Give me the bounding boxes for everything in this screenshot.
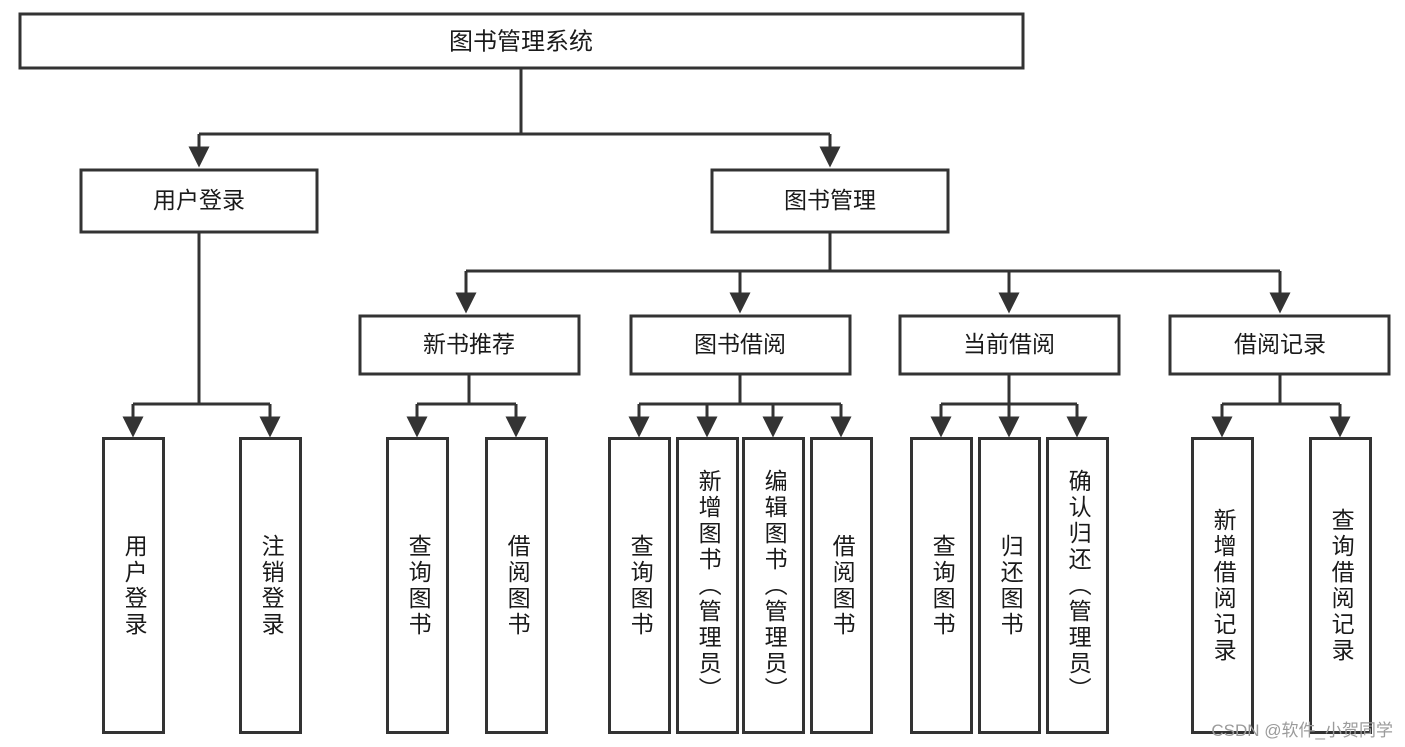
node-book-management-label: 图书管理: [784, 187, 876, 213]
connector-user-login-to-leaves: [122, 232, 281, 438]
leaf-book-borrow-borrow[interactable]: 借阅图书: [810, 437, 873, 734]
leaf-new-book-query[interactable]: 查询图书: [386, 437, 449, 734]
node-new-book-recommend[interactable]: 新书推荐: [358, 314, 581, 376]
node-user-login[interactable]: 用户登录: [79, 168, 319, 234]
leaf-current-borrow-confirm[interactable]: 确认归还（管理员）: [1046, 437, 1109, 734]
connector-new-book-to-leaves: [406, 374, 527, 438]
leaf-current-borrow-return[interactable]: 归还图书: [978, 437, 1041, 734]
leaf-book-borrow-edit-label: 编辑图书（管理员）: [761, 468, 788, 703]
leaf-borrow-record-add[interactable]: 新增借阅记录: [1191, 437, 1254, 734]
node-root-system[interactable]: 图书管理系统: [18, 12, 1025, 70]
node-book-borrow[interactable]: 图书借阅: [629, 314, 852, 376]
leaf-current-borrow-confirm-label: 确认归还（管理员）: [1065, 468, 1092, 703]
node-user-login-label: 用户登录: [153, 187, 245, 213]
leaf-user-login-login[interactable]: 用户登录: [102, 437, 165, 734]
leaf-borrow-record-query-label: 查询借阅记录: [1328, 507, 1355, 664]
leaf-book-borrow-add[interactable]: 新增图书（管理员）: [676, 437, 739, 734]
leaf-current-borrow-query-label: 查询图书: [929, 533, 956, 638]
leaf-borrow-record-query[interactable]: 查询借阅记录: [1309, 437, 1372, 734]
leaf-new-book-borrow-label: 借阅图书: [504, 533, 531, 638]
node-new-book-recommend-label: 新书推荐: [423, 331, 515, 357]
leaf-current-borrow-query[interactable]: 查询图书: [910, 437, 973, 734]
leaf-book-borrow-query[interactable]: 查询图书: [608, 437, 671, 734]
connector-borrow-record-to-leaves: [1211, 374, 1351, 438]
leaf-borrow-record-add-label: 新增借阅记录: [1210, 507, 1237, 664]
leaf-book-borrow-edit[interactable]: 编辑图书（管理员）: [742, 437, 805, 734]
leaf-book-borrow-borrow-label: 借阅图书: [829, 533, 856, 638]
leaf-book-borrow-add-label: 新增图书（管理员）: [695, 468, 722, 703]
leaf-new-book-query-label: 查询图书: [405, 533, 432, 638]
node-current-borrow[interactable]: 当前借阅: [898, 314, 1121, 376]
node-root-system-label: 图书管理系统: [449, 28, 593, 55]
connector-book-borrow-to-leaves: [628, 374, 852, 438]
leaf-user-login-logout-label: 注销登录: [258, 533, 285, 638]
leaf-user-login-login-label: 用户登录: [121, 533, 148, 638]
leaf-user-login-logout[interactable]: 注销登录: [239, 437, 302, 734]
node-borrow-record-label: 借阅记录: [1234, 331, 1326, 357]
node-book-borrow-label: 图书借阅: [694, 331, 786, 357]
connector-root-to-level2: [188, 68, 841, 168]
node-current-borrow-label: 当前借阅: [963, 331, 1055, 357]
leaf-book-borrow-query-label: 查询图书: [627, 533, 654, 638]
leaf-new-book-borrow[interactable]: 借阅图书: [485, 437, 548, 734]
node-borrow-record[interactable]: 借阅记录: [1168, 314, 1391, 376]
leaf-current-borrow-return-label: 归还图书: [997, 533, 1024, 638]
connector-book-mgmt-to-level3: [455, 232, 1291, 314]
connector-current-borrow-to-leaves: [930, 374, 1088, 438]
node-book-management[interactable]: 图书管理: [710, 168, 950, 234]
